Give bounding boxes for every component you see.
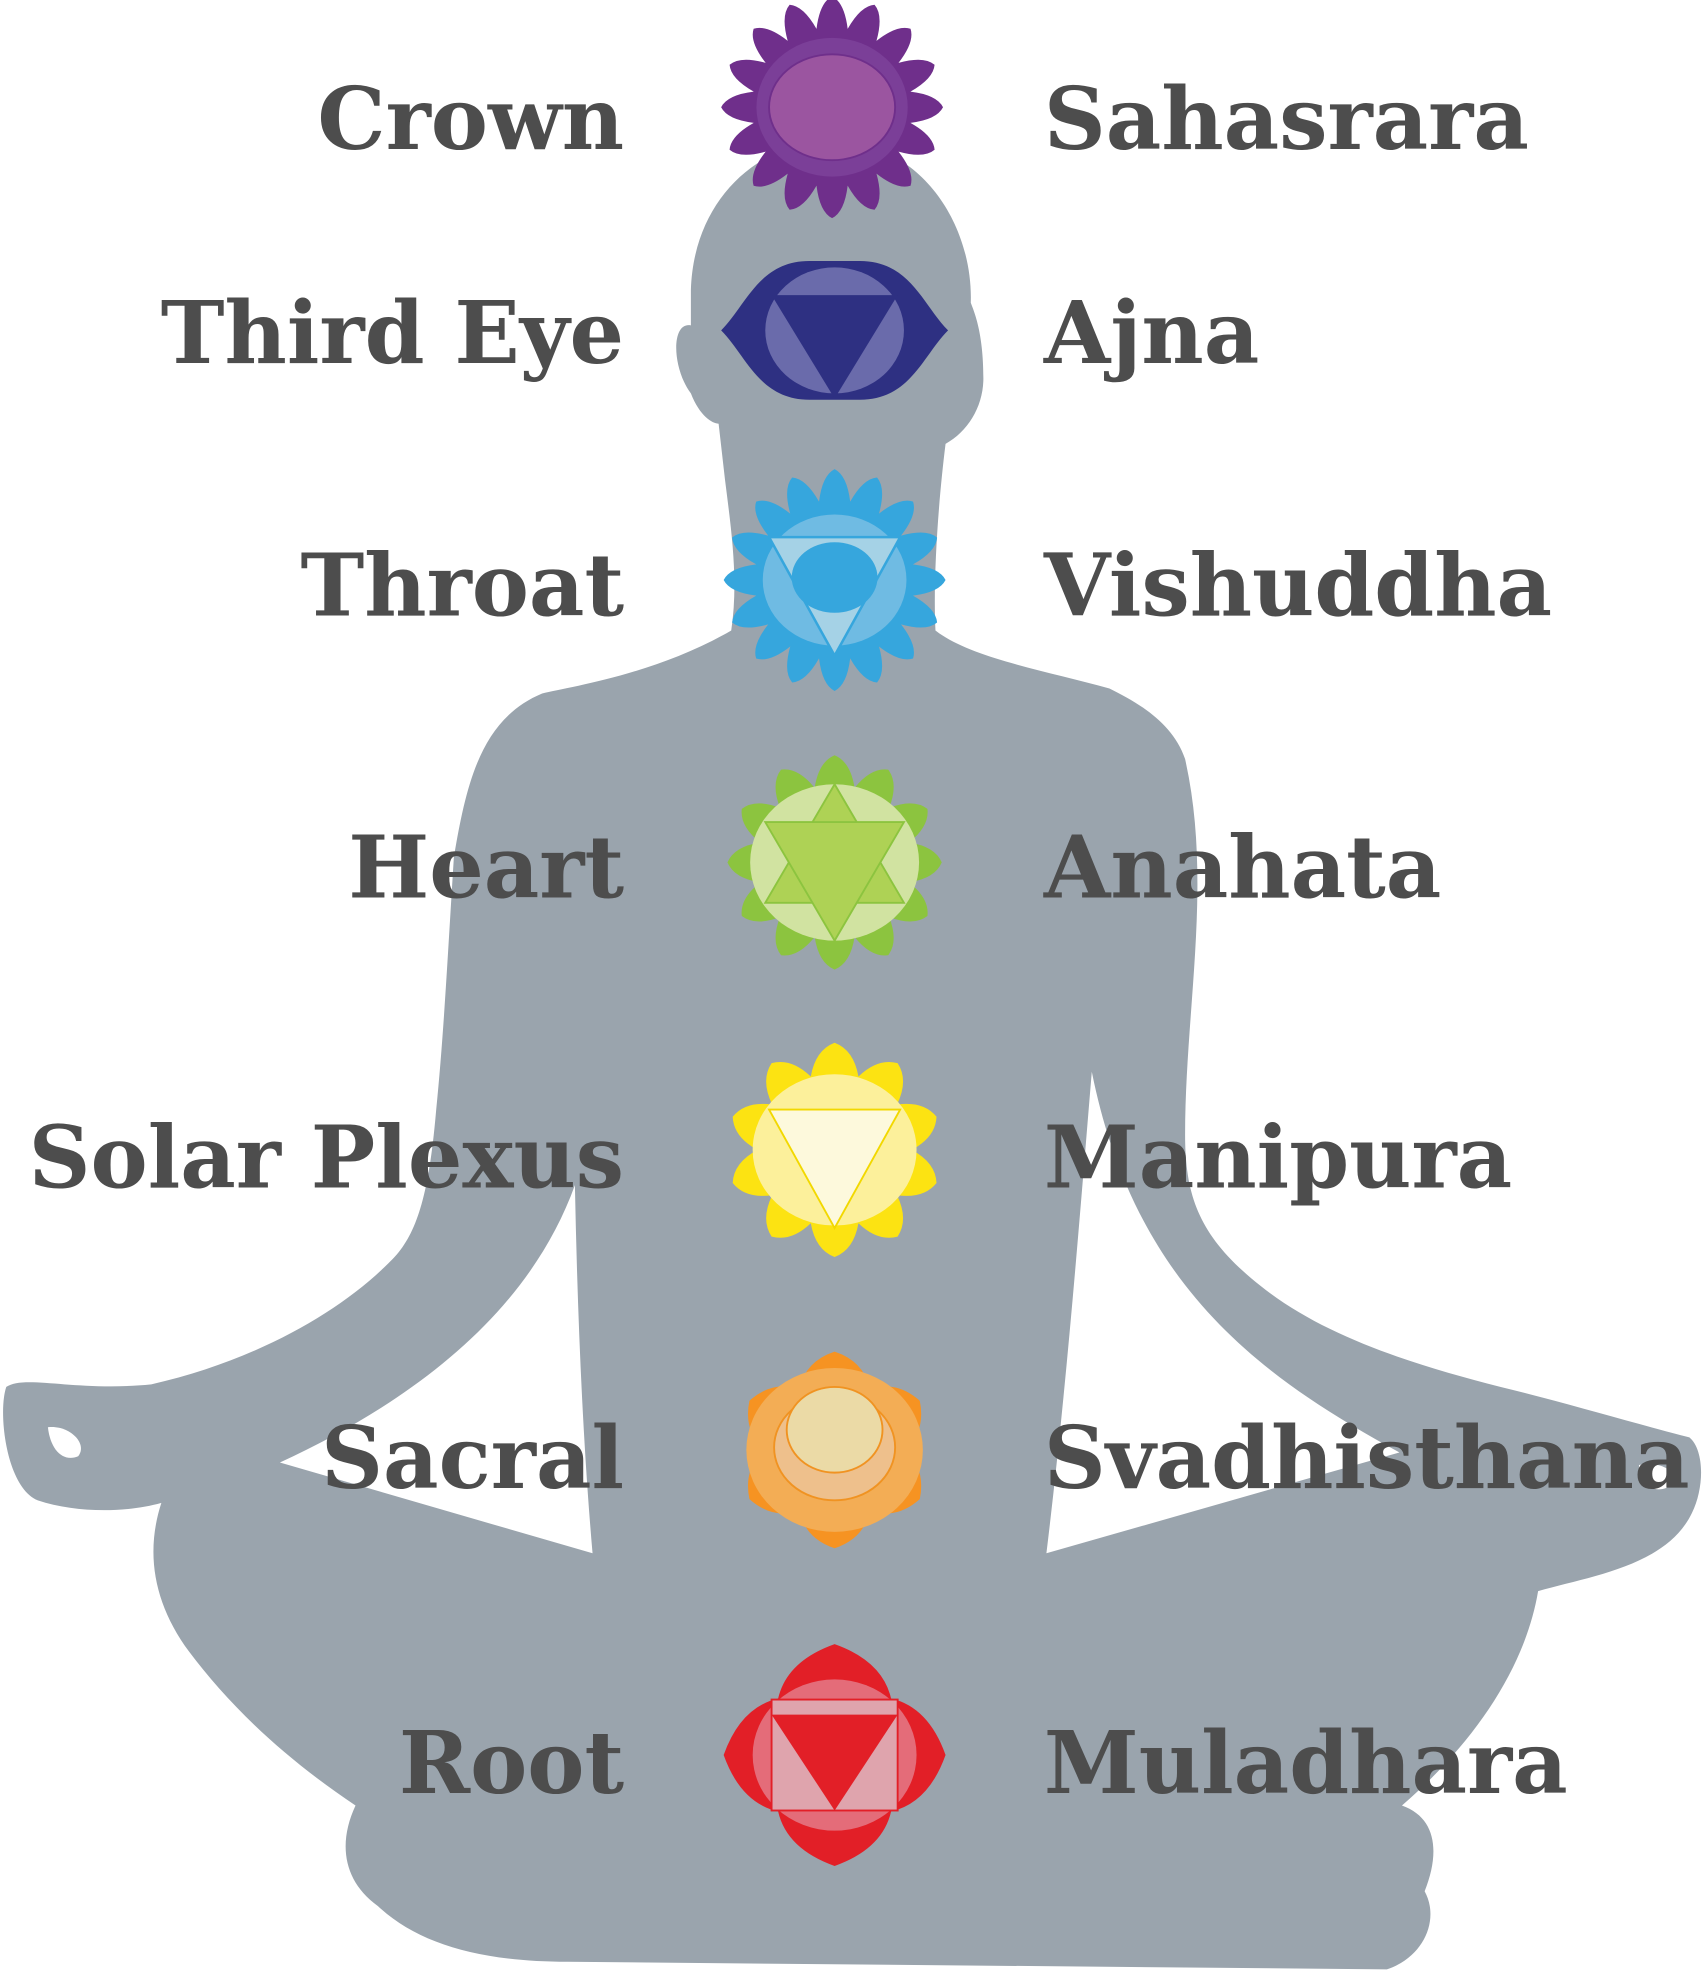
throat-center bbox=[791, 542, 878, 613]
chakra-sahasrara bbox=[721, 0, 944, 219]
chakra-vishuddha bbox=[723, 469, 946, 691]
chakra-ajna bbox=[721, 261, 949, 400]
sanskrit-name-label: Anahata bbox=[1043, 819, 1441, 919]
chakra-symbols bbox=[721, 0, 949, 1866]
english-name-label: Heart bbox=[348, 819, 624, 919]
right-hand-gap bbox=[1638, 1464, 1673, 1490]
english-name-label: Throat bbox=[300, 536, 624, 636]
downward-triangle bbox=[771, 295, 898, 399]
english-name-label: Root bbox=[399, 1714, 625, 1814]
sanskrit-name-label: Sahasrara bbox=[1044, 70, 1529, 170]
chakra-anahata bbox=[727, 755, 942, 970]
downward-triangle bbox=[763, 821, 906, 943]
sanskrit-name-label: Vishuddha bbox=[1043, 536, 1552, 636]
sanskrit-name-label: Muladhara bbox=[1044, 1714, 1568, 1814]
downward-triangle bbox=[771, 1714, 898, 1811]
crown-center bbox=[768, 53, 897, 162]
sanskrit-name-label: Manipura bbox=[1044, 1109, 1512, 1209]
sanskrit-name-label: Ajna bbox=[1043, 284, 1259, 384]
sanskrit-name-label: Svadhisthana bbox=[1044, 1409, 1690, 1509]
english-name-label: Crown bbox=[317, 70, 624, 170]
chakra-manipura bbox=[732, 1042, 937, 1258]
english-name-label: Solar Plexus bbox=[29, 1109, 624, 1209]
english-name-label: Third Eye bbox=[161, 284, 624, 384]
body-silhouette bbox=[3, 141, 1702, 1970]
right-arm-gap bbox=[1046, 1071, 1400, 1554]
left-hand-gap bbox=[47, 1427, 81, 1458]
downward-triangle bbox=[767, 1108, 902, 1230]
meditating-silhouette bbox=[3, 141, 1702, 1970]
chakra-muladhara bbox=[723, 1644, 946, 1866]
english-name-label: Sacral bbox=[321, 1409, 624, 1509]
left-arm-gap bbox=[279, 1185, 593, 1554]
crescent-moon bbox=[785, 1385, 884, 1474]
chakra-svadhisthana bbox=[746, 1351, 923, 1549]
